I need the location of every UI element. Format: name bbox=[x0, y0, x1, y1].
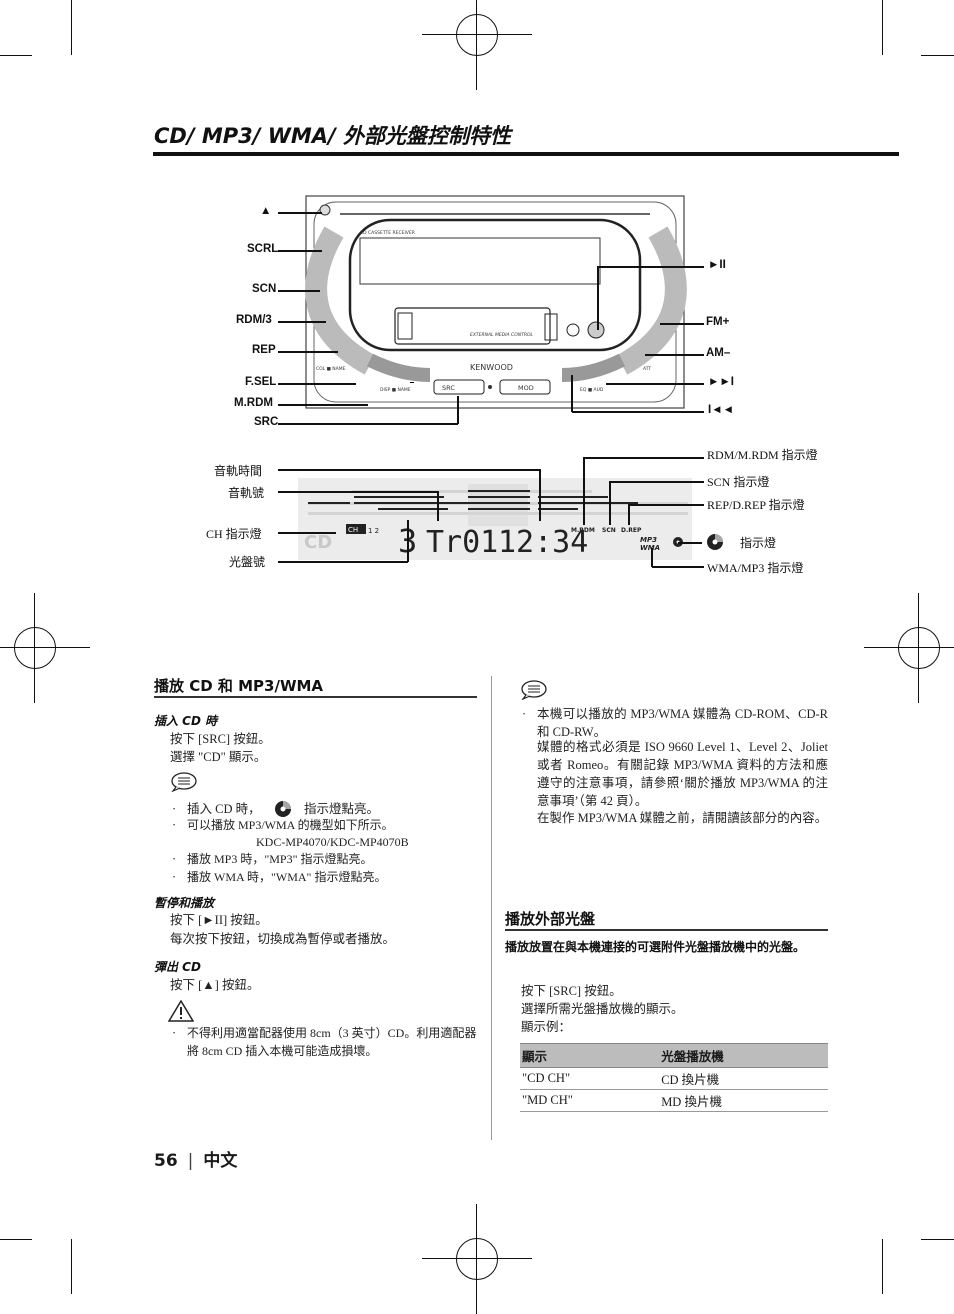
lcd-wma: WMA bbox=[640, 544, 660, 552]
section-rule bbox=[154, 696, 477, 698]
section-rule-right bbox=[505, 929, 828, 931]
label-rdm-indicator: RDM/M.RDM 指示燈 bbox=[707, 448, 818, 462]
pause-play-heading: 暫停和播放 bbox=[154, 896, 215, 910]
note-icon bbox=[171, 772, 197, 792]
label-scn: SCN bbox=[252, 283, 277, 295]
lcd-ch-nums: 1 2 bbox=[368, 527, 379, 535]
table-row: "MD CH" MD 換片機 bbox=[520, 1089, 828, 1112]
label-disc-no: 光盤號 bbox=[229, 555, 266, 569]
external-subheading: 播放放置在與本機連接的可選附件光盤播放機中的光盤。 bbox=[505, 940, 806, 954]
label-scn-indicator: SCN 指示燈 bbox=[707, 475, 770, 489]
head-unit-diagram: CD CASSETTE RECEIVER EXTERNAL MEDIA CONT… bbox=[305, 195, 687, 409]
lcd-time: 12:34 bbox=[498, 525, 588, 560]
label-scrl: SCRL bbox=[247, 243, 279, 255]
label-fm-plus: FM+ bbox=[706, 316, 730, 328]
label-src: SRC bbox=[254, 416, 279, 428]
brand-text: KENWOOD bbox=[470, 363, 513, 372]
pause-step-2: 每次按下按鈕，切換成為暫停或者播放。 bbox=[170, 932, 396, 946]
svg-text:CD: CD bbox=[304, 532, 332, 553]
note-indicator-lit: 指示燈點亮。 bbox=[304, 802, 380, 816]
lcd-mrdm: M.RDM bbox=[571, 527, 595, 534]
note-before-making: 在製作 MP3/WMA 媒體之前，請閱讀該部分的內容。 bbox=[537, 811, 828, 825]
page-number: 56 bbox=[154, 1151, 178, 1171]
external-step-3: 顯示例： bbox=[521, 1020, 572, 1034]
receiver-text: CD CASSETTE RECEIVER bbox=[360, 230, 415, 236]
label-play-pause: ►II bbox=[708, 259, 726, 271]
note-mp3-lit: 播放 MP3 時，"MP3" 指示燈點亮。 bbox=[187, 852, 373, 866]
registration-mark-top bbox=[422, 0, 532, 90]
note-format: 媒體的格式必須是 ISO 9660 Level 1、Level 2、Joliet… bbox=[537, 740, 828, 808]
page-language: 中文 bbox=[203, 1151, 238, 1171]
note-insert-cd: 插入 CD 時， bbox=[187, 802, 261, 816]
note-icon-right bbox=[521, 680, 547, 700]
label-disc-indicator: 指示燈 bbox=[740, 536, 777, 550]
section-external-heading: 播放外部光盤 bbox=[505, 910, 596, 928]
lcd-scn: SCN bbox=[602, 527, 616, 534]
label-eject: ▲ bbox=[260, 205, 272, 217]
note-wma-lit: 播放 WMA 時，"WMA" 指示燈點亮。 bbox=[187, 870, 387, 884]
label-rdm3: RDM/3 bbox=[236, 314, 272, 326]
emc-text: EXTERNAL MEDIA CONTROL bbox=[470, 332, 534, 338]
lcd-track: Tr01 bbox=[426, 525, 498, 560]
lcd-display-diagram: CD CH 1 2 3 Tr01 12:34 M.RDM SCN D.REP M… bbox=[298, 478, 692, 560]
table-row: "CD CH" CD 換片機 bbox=[520, 1067, 828, 1090]
label-rep-indicator: REP/D.REP 指示燈 bbox=[707, 498, 805, 512]
label-next: ►►I bbox=[708, 376, 734, 388]
note-media-types: 本機可以播放的 MP3/WMA 媒體為 CD-ROM、CD-R 和 CD-RW。 bbox=[537, 707, 828, 739]
label-wma-mp3-indicator: WMA/MP3 指示燈 bbox=[707, 561, 804, 575]
insert-cd-step-1: 按下 [SRC] 按鈕。 bbox=[170, 732, 271, 746]
external-step-1: 按下 [SRC] 按鈕。 bbox=[521, 984, 622, 998]
src-button-text: SRC bbox=[442, 384, 455, 392]
disc-icon bbox=[707, 534, 723, 550]
warning-icon bbox=[168, 1000, 194, 1022]
mod-button-text: MOD bbox=[518, 384, 534, 392]
section-play-cd-heading: 播放 CD 和 MP3/WMA bbox=[154, 677, 324, 695]
column-divider bbox=[491, 676, 492, 1140]
page-title: CD/ MP3/ WMA/ 外部光盤控制特性 bbox=[154, 124, 511, 148]
label-prev: I◄◄ bbox=[708, 404, 734, 416]
eject-step-1: 按下 [▲] 按鈕。 bbox=[170, 978, 260, 992]
registration-mark-left bbox=[0, 593, 90, 703]
insert-cd-heading: 插入 CD 時 bbox=[154, 714, 218, 728]
caution-8cm-cd: 不得利用適當配器使用 8cm（3 英寸）CD。利用適配器將 8cm CD 插入本… bbox=[187, 1026, 477, 1058]
label-mrdm: M.RDM bbox=[234, 397, 273, 409]
note-mp3-models: 可以播放 MP3/WMA 的機型如下所示。 bbox=[187, 818, 394, 832]
table-header-display: 顯示 bbox=[520, 1043, 660, 1068]
display-example-table: 顯示 光盤播放機 "CD CH" CD 換片機 "MD CH" MD 換片機 bbox=[520, 1043, 828, 1112]
lcd-mp3: MP3 bbox=[640, 536, 657, 544]
disc-icon-inline bbox=[275, 801, 291, 817]
label-rep: REP bbox=[252, 344, 276, 356]
att-text: ATT bbox=[643, 366, 651, 372]
table-header-player: 光盤播放機 bbox=[659, 1043, 828, 1068]
external-step-2: 選擇所需光盤播放機的顯示。 bbox=[521, 1002, 684, 1016]
label-track-time: 音軌時間 bbox=[214, 464, 263, 478]
registration-mark-right bbox=[864, 593, 954, 703]
note-model-names: KDC-MP4070/KDC-MP4070B bbox=[256, 835, 409, 849]
page-footer: 56|中文 bbox=[154, 1151, 238, 1171]
label-am-minus: AM– bbox=[706, 347, 731, 359]
label-fsel: F.SEL bbox=[245, 376, 277, 388]
label-ch-indicator: CH 指示燈 bbox=[206, 527, 262, 541]
registration-mark-bottom bbox=[422, 1204, 532, 1314]
lcd-ch: CH bbox=[348, 526, 358, 534]
lcd-drep: D.REP bbox=[621, 527, 642, 534]
title-rule bbox=[153, 152, 899, 156]
disp-name-text: DISP ■ NAME bbox=[380, 387, 411, 393]
eq-aud-text: EQ ■ AUD bbox=[580, 387, 604, 393]
pause-step-1: 按下 [►II] 按鈕。 bbox=[170, 913, 268, 927]
label-track-no: 音軌號 bbox=[228, 486, 265, 500]
col-name-text: COL ■ NAME bbox=[316, 366, 346, 372]
insert-cd-step-2: 選擇 "CD" 顯示。 bbox=[170, 750, 267, 764]
eject-cd-heading: 彈出 CD bbox=[154, 960, 201, 974]
